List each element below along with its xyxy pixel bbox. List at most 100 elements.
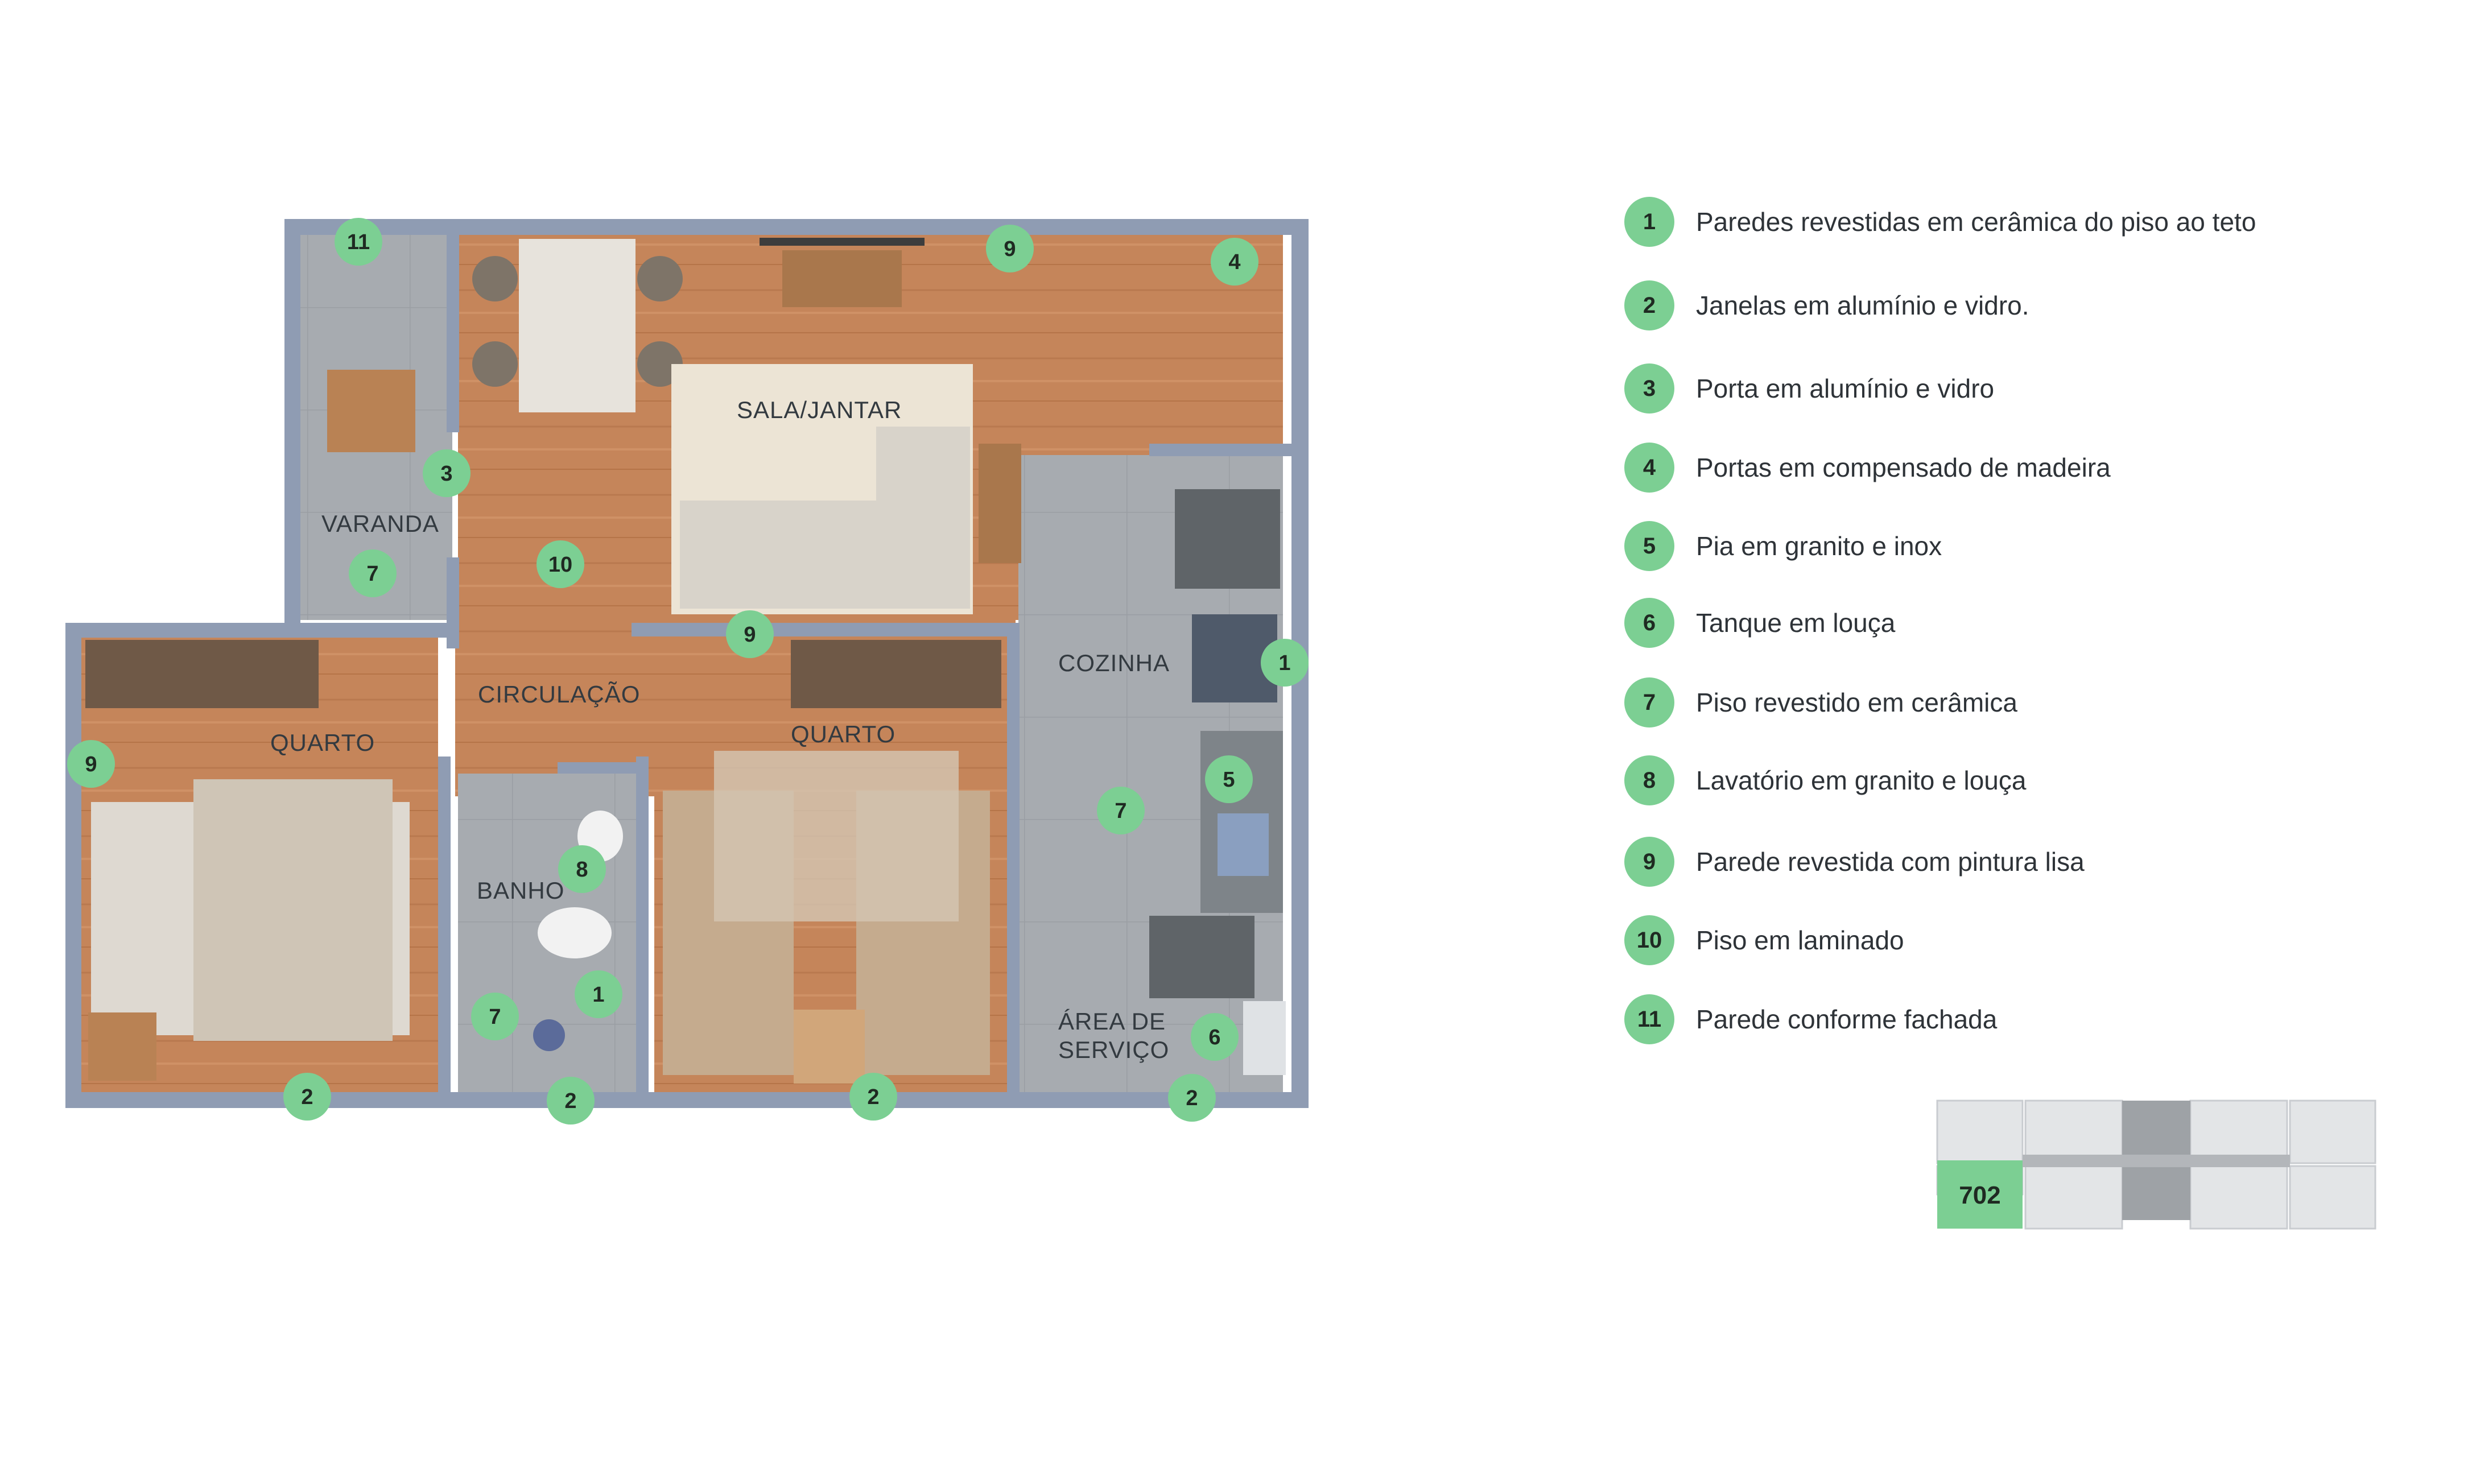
nightstand	[88, 1012, 156, 1081]
laundry-tank	[1243, 1001, 1286, 1075]
legend-item: 1 Paredes revestidas em cerâmica do piso…	[1624, 193, 2256, 250]
room-labels: VARANDA SALA/JANTAR CIRCULAÇÃO COZINHA Q…	[270, 396, 1170, 1063]
marker: 3	[423, 449, 471, 497]
marker: 7	[471, 993, 519, 1040]
legend-text: Paredes revestidas em cerâmica do piso a…	[1696, 207, 2256, 237]
legend-item: 3 Porta em alumínio e vidro	[1624, 360, 1994, 417]
svg-text:6: 6	[1208, 1026, 1220, 1049]
room-label-area-servico: ÁREA DE	[1058, 1008, 1166, 1035]
svg-text:7: 7	[366, 562, 378, 586]
washing-machine	[1149, 916, 1254, 998]
kids-nightstand	[794, 1010, 865, 1084]
svg-text:1: 1	[1278, 651, 1290, 675]
legend-text: Portas em compensado de madeira	[1696, 453, 2111, 482]
balcony-table	[327, 370, 415, 452]
wardrobe	[85, 640, 319, 708]
furniture	[85, 238, 1286, 1084]
legend-text: Tanque em louça	[1696, 608, 1896, 638]
room-label-cozinha: COZINHA	[1058, 650, 1170, 676]
toilet	[538, 907, 612, 958]
room-label-area-servico: SERVIÇO	[1058, 1036, 1169, 1063]
svg-text:4: 4	[1228, 250, 1240, 274]
kitchen-sink	[1218, 813, 1269, 876]
svg-text:9: 9	[85, 753, 97, 776]
marker: 2	[283, 1073, 331, 1121]
svg-text:8: 8	[576, 858, 588, 882]
legend-badge: 11	[1624, 994, 1674, 1044]
room-label-circulacao: CIRCULAÇÃO	[478, 681, 640, 708]
legend-text: Janelas em alumínio e vidro.	[1696, 291, 2029, 320]
legend-item: 2 Janelas em alumínio e vidro.	[1624, 277, 2029, 334]
marker: 4	[1211, 238, 1258, 286]
room-label-banho: BANHO	[477, 877, 564, 904]
key-plan: 702	[1936, 1099, 2376, 1230]
marker: 2	[1168, 1074, 1216, 1122]
marker: 6	[1191, 1013, 1239, 1061]
marker: 9	[67, 740, 115, 788]
room-label-sala: SALA/JANTAR	[737, 396, 902, 423]
marker: 2	[547, 1077, 595, 1125]
legend-badge: 5	[1624, 521, 1674, 571]
marker: 10	[537, 540, 584, 588]
unit-highlight	[1937, 1160, 2023, 1229]
side-table	[979, 444, 1021, 563]
room-label-quarto: QUARTO	[791, 721, 896, 747]
marker: 8	[558, 845, 606, 893]
marker: 7	[1097, 787, 1145, 834]
legend-item: 11 Parede conforme fachada	[1624, 991, 1997, 1048]
legend-badge: 7	[1624, 677, 1674, 727]
svg-text:1: 1	[592, 983, 604, 1007]
shower-drain	[533, 1019, 565, 1051]
legend-item: 8 Lavatório em granito e louça	[1624, 752, 2026, 809]
legend-badge: 3	[1624, 363, 1674, 414]
marker: 5	[1205, 755, 1253, 803]
legend-text: Parede revestida com pintura lisa	[1696, 847, 2085, 877]
svg-text:9: 9	[744, 623, 756, 647]
legend-badge: 9	[1624, 837, 1674, 887]
svg-text:7: 7	[1115, 799, 1126, 823]
svg-text:3: 3	[440, 462, 452, 486]
marker: 2	[849, 1073, 897, 1121]
svg-text:10: 10	[548, 553, 572, 577]
legend-badge: 2	[1624, 280, 1674, 330]
legend-item: 10 Piso em laminado	[1624, 912, 1904, 969]
fridge	[1175, 489, 1280, 589]
svg-text:2: 2	[1186, 1086, 1198, 1110]
legend-badge: 6	[1624, 598, 1674, 648]
svg-text:2: 2	[867, 1085, 879, 1109]
legend-text: Piso revestido em cerâmica	[1696, 688, 2017, 717]
marker: 11	[335, 218, 382, 266]
unit-label: 702	[1959, 1181, 2000, 1209]
svg-text:5: 5	[1223, 768, 1235, 792]
svg-text:9: 9	[1004, 237, 1016, 261]
kids-rug	[714, 751, 959, 921]
svg-text:11: 11	[347, 230, 370, 254]
marker: 1	[1261, 639, 1309, 687]
marker: 9	[986, 225, 1034, 272]
markers: 11 9 4 3 7 10 9 1 9 5 7 8 1 7 6 2 2 2 2	[67, 218, 1309, 1125]
wardrobe	[791, 640, 1001, 708]
legend-text: Piso em laminado	[1696, 925, 1904, 955]
bed-blanket	[193, 779, 393, 1041]
legend-item: 9 Parede revestida com pintura lisa	[1624, 833, 2085, 890]
chair	[472, 341, 518, 387]
legend-text: Lavatório em granito e louça	[1696, 766, 2027, 795]
legend-item: 7 Piso revestido em cerâmica	[1624, 674, 2017, 731]
chair	[637, 256, 683, 301]
svg-text:2: 2	[301, 1085, 313, 1109]
tv-unit	[782, 250, 902, 307]
legend-item: 5 Pia em granito e inox	[1624, 518, 1942, 574]
svg-text:2: 2	[564, 1089, 576, 1113]
marker: 7	[349, 549, 397, 597]
legend-badge: 4	[1624, 443, 1674, 493]
legend-badge: 1	[1624, 197, 1674, 247]
legend-badge: 10	[1624, 915, 1674, 965]
svg-text:7: 7	[489, 1005, 501, 1029]
tv	[760, 238, 925, 246]
room-label-varanda: VARANDA	[321, 510, 439, 537]
legend-text: Parede conforme fachada	[1696, 1005, 1998, 1034]
marker: 1	[575, 970, 622, 1018]
dining-table	[519, 239, 635, 412]
room-label-quarto: QUARTO	[270, 729, 375, 756]
legend-badge: 8	[1624, 755, 1674, 805]
